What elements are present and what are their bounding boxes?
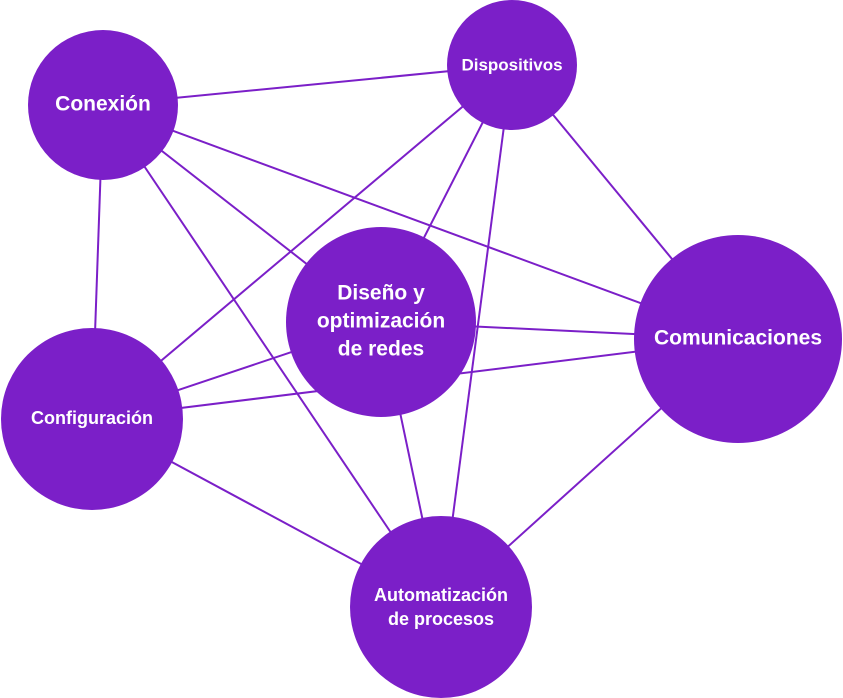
- edge-conexion-automatizacion: [102, 104, 442, 608]
- node-automatizacion-circle: [350, 516, 532, 698]
- node-diseno-label-line3: de redes: [338, 338, 424, 361]
- node-diseno-circle: [286, 227, 476, 417]
- node-conexion-circle: [28, 30, 178, 180]
- node-configuracion-circle: [1, 328, 183, 510]
- node-conexion: Conexión: [28, 30, 178, 180]
- node-dispositivos-label: Dispositivos: [461, 55, 562, 74]
- edge-conexion-comunicaciones: [102, 104, 739, 340]
- node-comunicaciones: Comunicaciones: [634, 235, 842, 443]
- node-automatizacion-label-line1: Automatización: [374, 585, 508, 605]
- node-conexion-label: Conexión: [55, 93, 151, 116]
- node-automatizacion-label-line2: de procesos: [388, 609, 494, 629]
- node-diseno-label-line2: optimización: [317, 310, 445, 333]
- node-dispositivos: Dispositivos: [447, 0, 577, 130]
- node-configuracion-label: Configuración: [31, 408, 153, 428]
- node-diseno-label-line1: Diseño y: [337, 282, 425, 305]
- node-comunicaciones-label: Comunicaciones: [654, 327, 822, 350]
- edge-dispositivos-automatizacion: [440, 64, 513, 608]
- node-comunicaciones-circle: [634, 235, 842, 443]
- node-diseno: Diseño y optimización de redes: [286, 227, 476, 417]
- node-automatizacion: Automatización de procesos: [350, 516, 532, 698]
- edge-dispositivos-configuracion: [91, 64, 513, 420]
- node-configuracion: Configuración: [1, 328, 183, 510]
- node-dispositivos-circle: [447, 0, 577, 130]
